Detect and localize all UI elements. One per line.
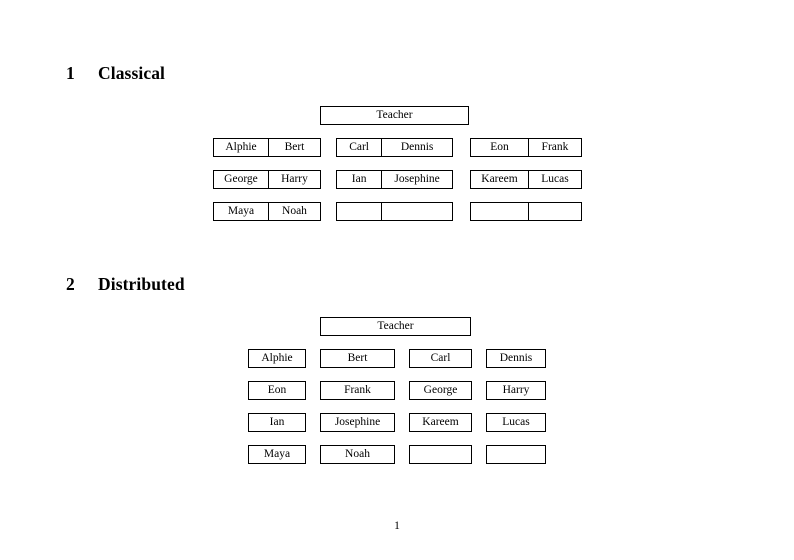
section-title: Classical <box>98 63 166 83</box>
section-heading-distributed: 2 Distributed <box>66 274 185 295</box>
classical-group-middle-row-1[interactable]: Carl Dennis <box>336 138 453 157</box>
section-number: 1 <box>66 63 75 83</box>
classical-cell-empty[interactable] <box>337 203 381 220</box>
classical-cell-empty[interactable] <box>471 203 528 220</box>
distributed-cell[interactable]: Frank <box>320 381 395 400</box>
classical-group-left-row-1[interactable]: Alphie Bert <box>213 138 321 157</box>
classical-teacher-box[interactable]: Teacher <box>320 106 469 125</box>
section-heading-classical: 1 Classical <box>66 63 165 84</box>
classical-cell[interactable]: Kareem <box>481 172 518 185</box>
classical-cell[interactable]: Lucas <box>527 171 581 188</box>
classical-cell[interactable]: George <box>224 172 258 185</box>
classical-cell[interactable]: Frank <box>527 139 581 156</box>
classical-group-middle-row-3[interactable] <box>336 202 453 221</box>
classical-group-left-row-2[interactable]: George Harry <box>213 170 321 189</box>
classical-cell[interactable]: Dennis <box>381 139 452 156</box>
classical-group-left-row-3[interactable]: Maya Noah <box>213 202 321 221</box>
distributed-cell-empty[interactable] <box>486 445 546 464</box>
distributed-cell[interactable]: Ian <box>248 413 306 432</box>
classical-cell[interactable]: Eon <box>490 140 509 153</box>
distributed-cell-empty[interactable] <box>409 445 472 464</box>
distributed-cell[interactable]: Dennis <box>486 349 546 368</box>
section-title: Distributed <box>98 274 185 294</box>
classical-group-right-row-2[interactable]: Kareem Lucas <box>470 170 582 189</box>
distributed-cell[interactable]: Lucas <box>486 413 546 432</box>
classical-cell[interactable]: Carl <box>349 140 370 153</box>
distributed-cell[interactable]: Kareem <box>409 413 472 432</box>
distributed-cell[interactable]: George <box>409 381 472 400</box>
classical-group-middle-row-2[interactable]: Ian Josephine <box>336 170 453 189</box>
classical-cell[interactable]: Ian <box>351 172 367 185</box>
distributed-cell[interactable]: Bert <box>320 349 395 368</box>
distributed-cell[interactable]: Josephine <box>320 413 395 432</box>
classical-cell[interactable]: Harry <box>267 171 320 188</box>
page-number: 1 <box>394 520 400 532</box>
distributed-cell[interactable]: Alphie <box>248 349 306 368</box>
distributed-cell[interactable]: Eon <box>248 381 306 400</box>
distributed-teacher-box[interactable]: Teacher <box>320 317 471 336</box>
classical-cell[interactable]: Alphie <box>225 140 257 153</box>
classical-cell[interactable]: Josephine <box>381 171 452 188</box>
distributed-cell[interactable]: Noah <box>320 445 395 464</box>
section-number: 2 <box>66 274 75 294</box>
classical-group-right-row-1[interactable]: Eon Frank <box>470 138 582 157</box>
classical-cell[interactable]: Bert <box>267 139 320 156</box>
classical-cell-empty[interactable] <box>527 203 581 220</box>
distributed-cell[interactable]: Carl <box>409 349 472 368</box>
classical-cell[interactable]: Maya <box>227 204 255 217</box>
classical-cell-empty[interactable] <box>381 203 452 220</box>
classical-group-right-row-3[interactable] <box>470 202 582 221</box>
distributed-cell[interactable]: Harry <box>486 381 546 400</box>
distributed-cell[interactable]: Maya <box>248 445 306 464</box>
classical-cell[interactable]: Noah <box>267 203 320 220</box>
